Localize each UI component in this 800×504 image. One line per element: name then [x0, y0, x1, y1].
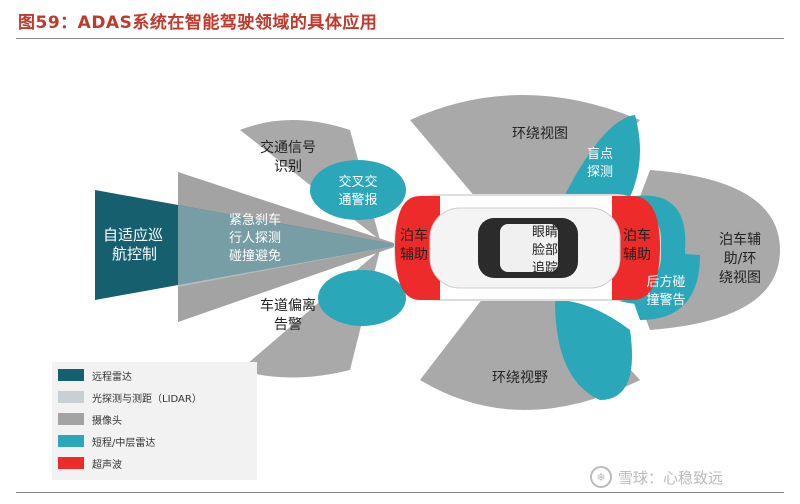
- snowball-logo-icon: ❄: [590, 466, 612, 488]
- legend-swatch: [58, 457, 84, 469]
- park-rear-label-1: 泊车: [623, 227, 651, 244]
- ultrasonic-front: [395, 196, 440, 300]
- rear-park-label-3: 绕视图: [719, 270, 761, 286]
- park-front-label-1: 泊车: [400, 227, 428, 244]
- lane-label-1: 车道偏离: [260, 297, 316, 314]
- ultrasonic-rear: [612, 196, 660, 300]
- legend-item-lidar: 光探测与测距（LIDAR）: [58, 390, 202, 405]
- legend-swatch: [58, 369, 84, 381]
- legend-swatch: [58, 413, 84, 425]
- eye-label-2: 脸部: [532, 243, 558, 258]
- camera-zone-top: [410, 95, 640, 250]
- eye-label-3: 追踪: [532, 260, 558, 276]
- blind-spot-label-2: 探测: [587, 165, 613, 180]
- rear-park-label-1: 泊车辅: [719, 231, 761, 248]
- traffic-sign-label-1: 交通信号: [260, 139, 316, 156]
- rear-collision-label-2: 撞警告: [646, 292, 685, 308]
- front-side-radar: [318, 270, 406, 326]
- acc-label-2: 航控制: [112, 245, 157, 263]
- car-roof: [500, 224, 558, 272]
- figure-title: 图59：ADAS系统在智能驾驶领域的具体应用: [18, 13, 378, 33]
- eye-label-1: 眼睛: [532, 225, 558, 240]
- cross-traffic-radar: [310, 160, 406, 220]
- legend-swatch: [58, 391, 84, 403]
- park-rear-label-2: 辅助: [623, 247, 651, 263]
- legend-item-short-mid-radar: 短程/中层雷达: [58, 434, 156, 449]
- lidar-beam: [178, 205, 400, 287]
- traffic-sign-label-2: 识别: [274, 159, 302, 175]
- blind-spot-label-1: 盲点: [587, 146, 613, 162]
- legend: 远程雷达 光探测与测距（LIDAR） 摄像头 短程/中层雷达 超声波: [52, 362, 257, 480]
- park-front-label-2: 辅助: [400, 247, 428, 263]
- rear-park-label-2: 助/环: [724, 251, 757, 267]
- legend-swatch: [58, 435, 84, 447]
- aeb-label-1: 紧急刹车: [229, 212, 281, 228]
- cross-traffic-label-2: 通警报: [338, 192, 377, 208]
- legend-item-camera: 摄像头: [58, 412, 122, 427]
- surround-top-label: 环绕视图: [512, 126, 568, 142]
- rear-collision-label-1: 后方碰: [646, 274, 685, 290]
- aeb-label-3: 碰撞避免: [229, 249, 281, 264]
- surround-bottom-label: 环绕视野: [492, 370, 548, 386]
- legend-label: 摄像头: [92, 415, 122, 427]
- rear-bottom-radar: [555, 300, 632, 400]
- watermark: ❄ 雪球：心稳致远: [590, 466, 723, 488]
- legend-label: 超声波: [92, 459, 122, 471]
- top-divider: [16, 38, 784, 39]
- watermark-text: 雪球：心稳致远: [618, 468, 724, 487]
- legend-item-ultrasonic: 超声波: [58, 456, 122, 471]
- legend-label: 远程雷达: [92, 371, 132, 383]
- legend-label: 短程/中层雷达: [92, 437, 156, 449]
- aeb-label-2: 行人探测: [229, 231, 281, 246]
- acc-label-1: 自适应巡: [103, 226, 163, 244]
- lane-label-2: 告警: [274, 317, 302, 333]
- cross-traffic-label-1: 交叉交: [338, 174, 377, 190]
- legend-label: 光探测与测距（LIDAR）: [92, 393, 202, 405]
- legend-item-long-range-radar: 远程雷达: [58, 368, 132, 383]
- bottom-divider: [16, 492, 784, 493]
- blind-spot-radar: [555, 115, 640, 215]
